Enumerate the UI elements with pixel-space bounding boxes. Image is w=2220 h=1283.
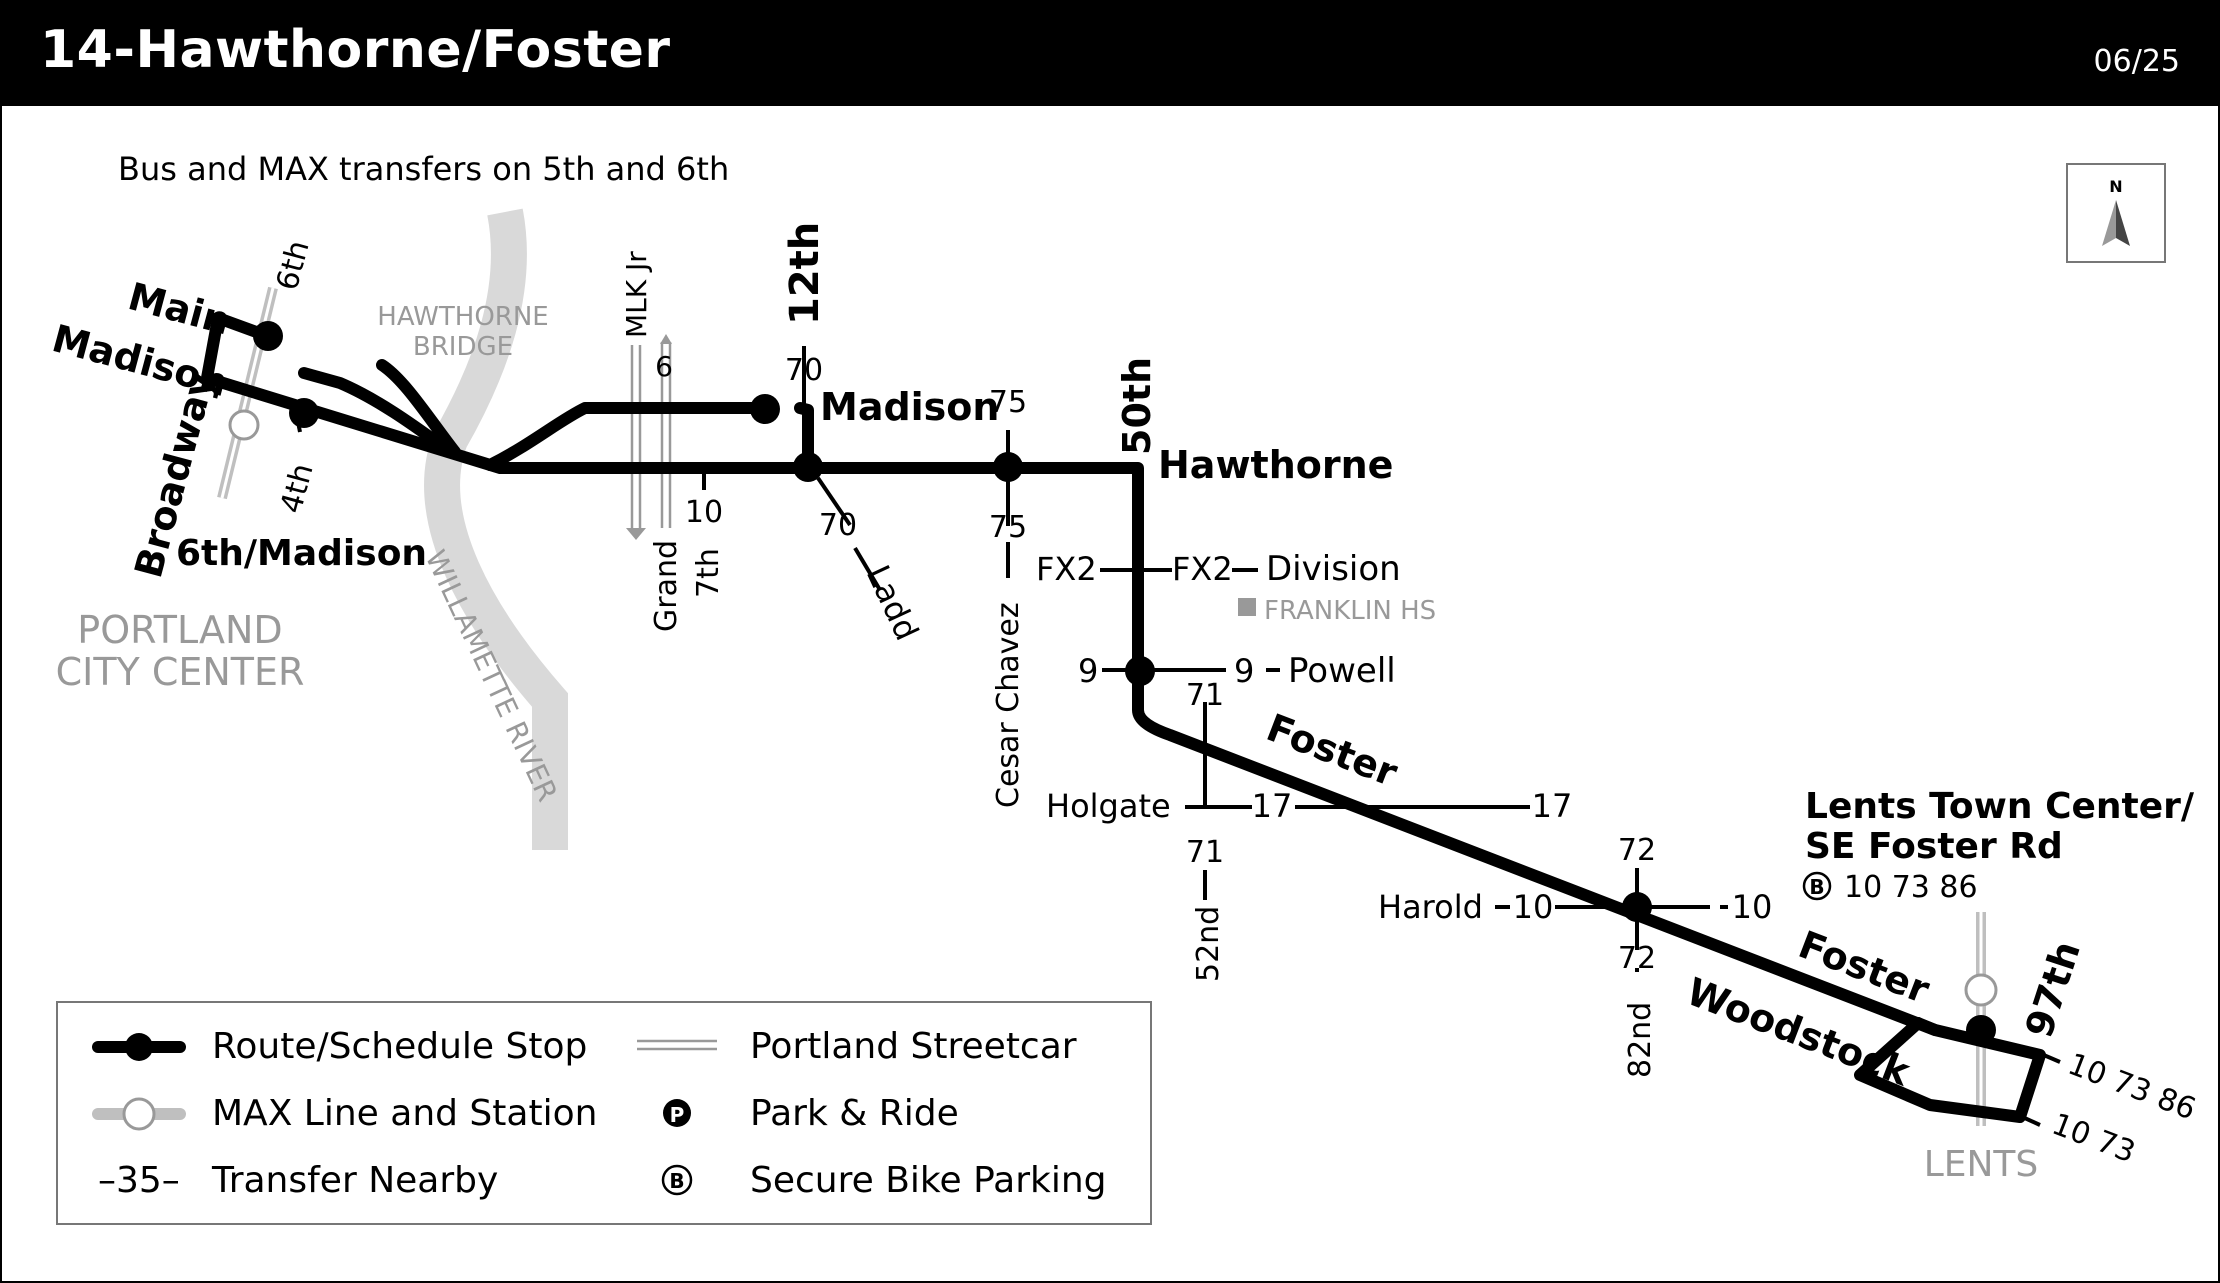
route-stops	[253, 321, 1996, 1045]
max-station-downtown	[228, 409, 260, 441]
place-bridge-1: HAWTHORNE	[377, 302, 548, 332]
north-arrow-icon	[2102, 200, 2116, 246]
transfer-end-2: 10 73	[2047, 1107, 2140, 1170]
street-main: Main	[124, 274, 235, 343]
street-division: Division	[1266, 549, 1401, 589]
transfer-71-b: 71	[1186, 835, 1224, 870]
transfer-6: 6	[655, 350, 673, 383]
map-frame	[0, 106, 2220, 1283]
place-city-2: CITY CENTER	[56, 650, 305, 694]
street-82nd: 82nd	[1623, 1002, 1658, 1078]
transfer-10-a: 10	[685, 495, 723, 530]
header-bar: 14-Hawthorne/Foster 06/25	[0, 0, 2220, 106]
place-lents-tc-1: Lents Town Center/	[1805, 786, 2195, 827]
transfer-ticks	[294, 346, 2061, 1127]
north-label: N	[2109, 177, 2122, 196]
place-city-1: PORTLAND	[77, 608, 282, 652]
street-hawthorne: Hawthorne	[1158, 443, 1393, 487]
street-12th: 12th	[782, 222, 828, 325]
street-cesar-chavez: Cesar Chavez	[991, 602, 1026, 808]
street-4th: 4th	[274, 460, 321, 517]
route-14-path	[201, 312, 2046, 1123]
map-date: 06/25	[2093, 44, 2180, 79]
lents-bike-icon	[1802, 871, 1832, 901]
street-52nd: 52nd	[1191, 906, 1226, 982]
street-6th: 6th	[270, 237, 317, 294]
transfer-70-b: 70	[819, 508, 857, 543]
transfer-75-a: 75	[989, 385, 1027, 420]
school-icon	[1238, 598, 1256, 616]
transfer-fx2-b: FX2	[1172, 550, 1233, 588]
legend-streetcar: Portland Streetcar	[750, 1026, 1077, 1067]
transfer-note: Bus and MAX transfers on 5th and 6th	[118, 150, 729, 188]
transfer-10-c: 10	[1732, 888, 1773, 926]
transfer-10-b: 10	[1513, 888, 1554, 926]
street-7th: 7th	[691, 548, 726, 598]
max-station-lents	[1964, 973, 1998, 1007]
street-97th: 97th	[2017, 936, 2089, 1043]
street-madison-east: Madison	[820, 385, 999, 429]
transfer-70-a: 70	[785, 353, 823, 388]
legend-transfer-symbol: –35–	[98, 1160, 180, 1201]
legend-bike: Secure Bike Parking	[750, 1160, 1107, 1201]
transfer-17-b: 17	[1532, 787, 1573, 825]
legend-max: MAX Line and Station	[212, 1093, 597, 1134]
route-title: 14-Hawthorne/Foster	[40, 20, 671, 80]
street-50th: 50th	[1115, 357, 1159, 455]
street-holgate: Holgate	[1046, 787, 1171, 825]
legend-bike-letter: B	[669, 1169, 684, 1193]
place-franklin-hs: FRANKLIN HS	[1264, 596, 1436, 626]
lents-bike-letter: B	[1809, 875, 1824, 899]
transfer-17-a: 17	[1252, 787, 1293, 825]
legend-park-letter: P	[670, 1103, 685, 1127]
lents-transfer-routes: 10 73 86	[1844, 870, 1978, 905]
street-harold: Harold	[1378, 888, 1483, 926]
place-bridge-2: BRIDGE	[413, 332, 513, 362]
park-ride-icon	[663, 1099, 691, 1127]
transfer-71-a: 71	[1186, 678, 1224, 713]
transfer-75-b: 75	[989, 510, 1027, 545]
transfer-72-a: 72	[1618, 833, 1656, 868]
transfer-9-b: 9	[1234, 652, 1254, 690]
legend-park: Park & Ride	[750, 1093, 959, 1134]
street-grand: Grand	[649, 540, 684, 632]
legend-stop-icon	[125, 1033, 153, 1061]
street-ladd: Ladd	[859, 559, 926, 646]
legend-streetcar-icon	[637, 1039, 717, 1051]
legend-transfer: Transfer Nearby	[211, 1160, 498, 1201]
street-mlk: MLK Jr	[620, 251, 653, 338]
transfer-72-b: 72	[1618, 941, 1656, 976]
place-lents: LENTS	[1924, 1144, 2039, 1185]
place-lents-tc-2: SE Foster Rd	[1805, 826, 2063, 867]
stop-6th-madison: 6th/Madison	[176, 533, 427, 574]
transfer-9-a: 9	[1078, 652, 1098, 690]
legend-route-stop: Route/Schedule Stop	[212, 1026, 587, 1067]
legend-box	[56, 1001, 1152, 1225]
streetcar-lines	[630, 342, 672, 530]
legend-max-icon	[122, 1097, 156, 1131]
transfer-fx2-a: FX2	[1036, 550, 1097, 588]
street-powell: Powell	[1288, 651, 1396, 691]
bike-parking-icon	[661, 1164, 693, 1196]
